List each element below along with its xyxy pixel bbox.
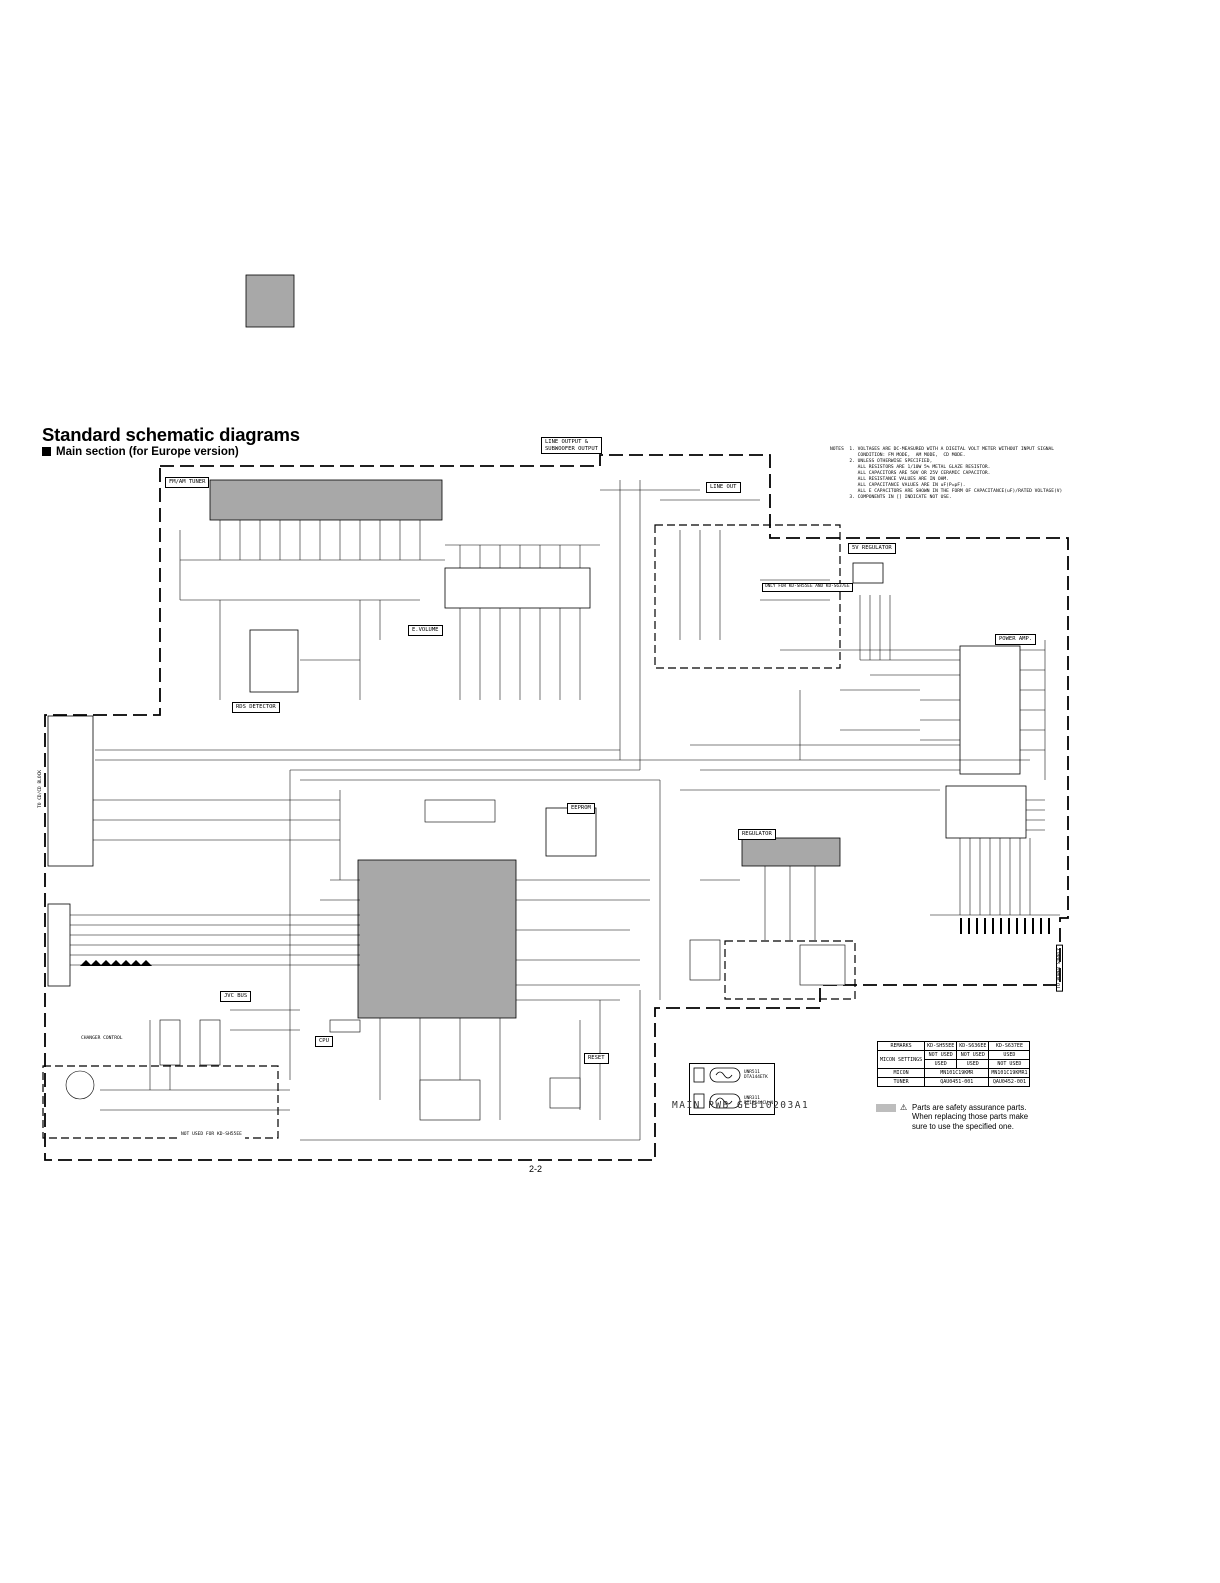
subtitle-text: Main section (for Europe version) xyxy=(56,446,239,458)
jvc-bus-label: JVC BUS xyxy=(220,991,252,1002)
fuse2-label: UNR311 RT1P144CU-N xyxy=(744,1096,774,1106)
line-output-label: LINE OUTPUT & SUBWOOFER OUTPUT xyxy=(541,437,602,454)
evolume-ic xyxy=(444,567,591,609)
fuse-symbols xyxy=(693,1067,741,1109)
front-connector xyxy=(47,903,71,987)
regulator-label: REGULATOR xyxy=(738,829,776,840)
fuse-legend: UNR511 DTA144ETK UNR311 RT1P144CU-N xyxy=(689,1063,775,1115)
rds-ic xyxy=(249,629,299,693)
warning-icon: ⚠ xyxy=(900,1103,908,1112)
power-amp-ic xyxy=(959,645,1021,775)
notes-block: NOTES 1. VOLTAGES ARE DC-MEASURED WITH A… xyxy=(830,447,1063,500)
ic-packages xyxy=(209,274,841,1019)
rds-detector-label: RDS DETECTOR xyxy=(232,702,280,713)
diodes xyxy=(80,960,152,966)
output-array xyxy=(945,785,1027,839)
cd-connector xyxy=(47,715,94,867)
fm-am-tuner-label: FM/AM TUNER xyxy=(165,477,210,488)
eeprom-label: EEPROM xyxy=(567,803,595,814)
only-models-label: ONLY FOR KD-SH55EE AND KD-S637EE xyxy=(762,583,853,592)
power-amp-label: POWER AMP. xyxy=(995,634,1037,645)
board-name: MAIN PWB GEB10203A1 xyxy=(672,1100,810,1111)
five-v-reg-ic xyxy=(852,562,884,584)
board-outline xyxy=(44,454,1069,1161)
safety-text: Parts are safety assurance parts. When r… xyxy=(912,1103,1029,1131)
sub-outlines xyxy=(42,524,856,1139)
five-v-regulator-label: 5V REGULATOR xyxy=(848,543,896,554)
safety-swatch xyxy=(876,1104,896,1112)
page-title: Standard schematic diagrams xyxy=(42,424,300,445)
output-pins xyxy=(960,918,1050,934)
signal-wires xyxy=(70,480,1060,1141)
fuse1-label: UNR511 DTA144ETK xyxy=(744,1070,768,1080)
cd-connector-label: TO CD/CD BLOCK xyxy=(38,770,43,808)
power-supply-connector-label: TO POWER SUPPLY xyxy=(1056,945,1063,992)
small-components xyxy=(65,799,846,1121)
section-subtitle: Main section (for Europe version) xyxy=(42,446,239,458)
eeprom-ic xyxy=(545,807,597,857)
line-out-label: LINE OUT xyxy=(706,482,741,493)
e-volume-label: E.VOLUME xyxy=(408,625,443,636)
not-used-label: NOT USED FOR KD-SH55EE xyxy=(178,1131,245,1140)
changer-control-label: CHANGER CONTROL xyxy=(78,1035,126,1044)
bullet-square-icon xyxy=(42,447,51,456)
reset-label: RESET xyxy=(584,1053,609,1064)
page-number: 2-2 xyxy=(529,1164,543,1174)
cpu-label: CPU xyxy=(315,1036,333,1047)
